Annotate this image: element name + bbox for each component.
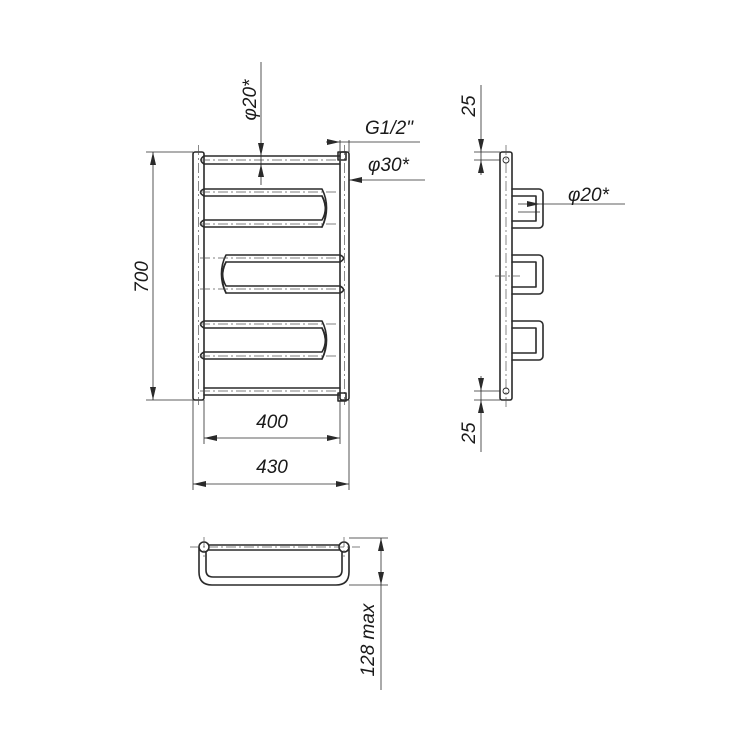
height-dimension: 700 [132, 151, 193, 401]
right-collector [337, 145, 350, 405]
bar-centerlines [200, 159, 344, 392]
height-label: 700 [132, 261, 153, 293]
side-bottom-offset-label: 25 [459, 422, 480, 445]
inner-width-label: 400 [256, 412, 288, 433]
pipe-diameter-label: φ20* [240, 79, 261, 121]
pipe-diameter-dimension: φ20* [240, 62, 264, 185]
side-bottom-offset-dimension: 25 [459, 376, 500, 452]
bottom-crossbar [203, 387, 341, 396]
side-top-offset-dimension: 25 [459, 85, 500, 175]
thread-label: G1/2" [365, 118, 414, 139]
depth-label: 128 max [358, 602, 379, 676]
collector-diameter-dimension: φ30* [349, 155, 425, 183]
side-pipe-diameter-label: φ20* [568, 185, 610, 206]
outer-width-dimension: 430 [192, 400, 350, 490]
serpentine-bars [199, 188, 345, 360]
side-view: 25 25 φ20* [459, 85, 625, 452]
front-view: 700 φ20* G1/2" φ30* [132, 62, 425, 490]
side-top-offset-label: 25 [459, 95, 480, 118]
top-view: 128 max [190, 537, 388, 690]
outer-width-label: 430 [256, 457, 288, 478]
side-bars [495, 188, 544, 361]
side-pipe-diameter-dimension: φ20* [518, 185, 625, 213]
depth-dimension: 128 max [349, 537, 388, 690]
inner-width-dimension: 400 [203, 400, 341, 444]
top-view-rail [190, 537, 360, 586]
collector-diameter-label: φ30* [368, 155, 410, 176]
left-collector [192, 145, 205, 405]
thread-dimension: G1/2" [326, 118, 420, 152]
